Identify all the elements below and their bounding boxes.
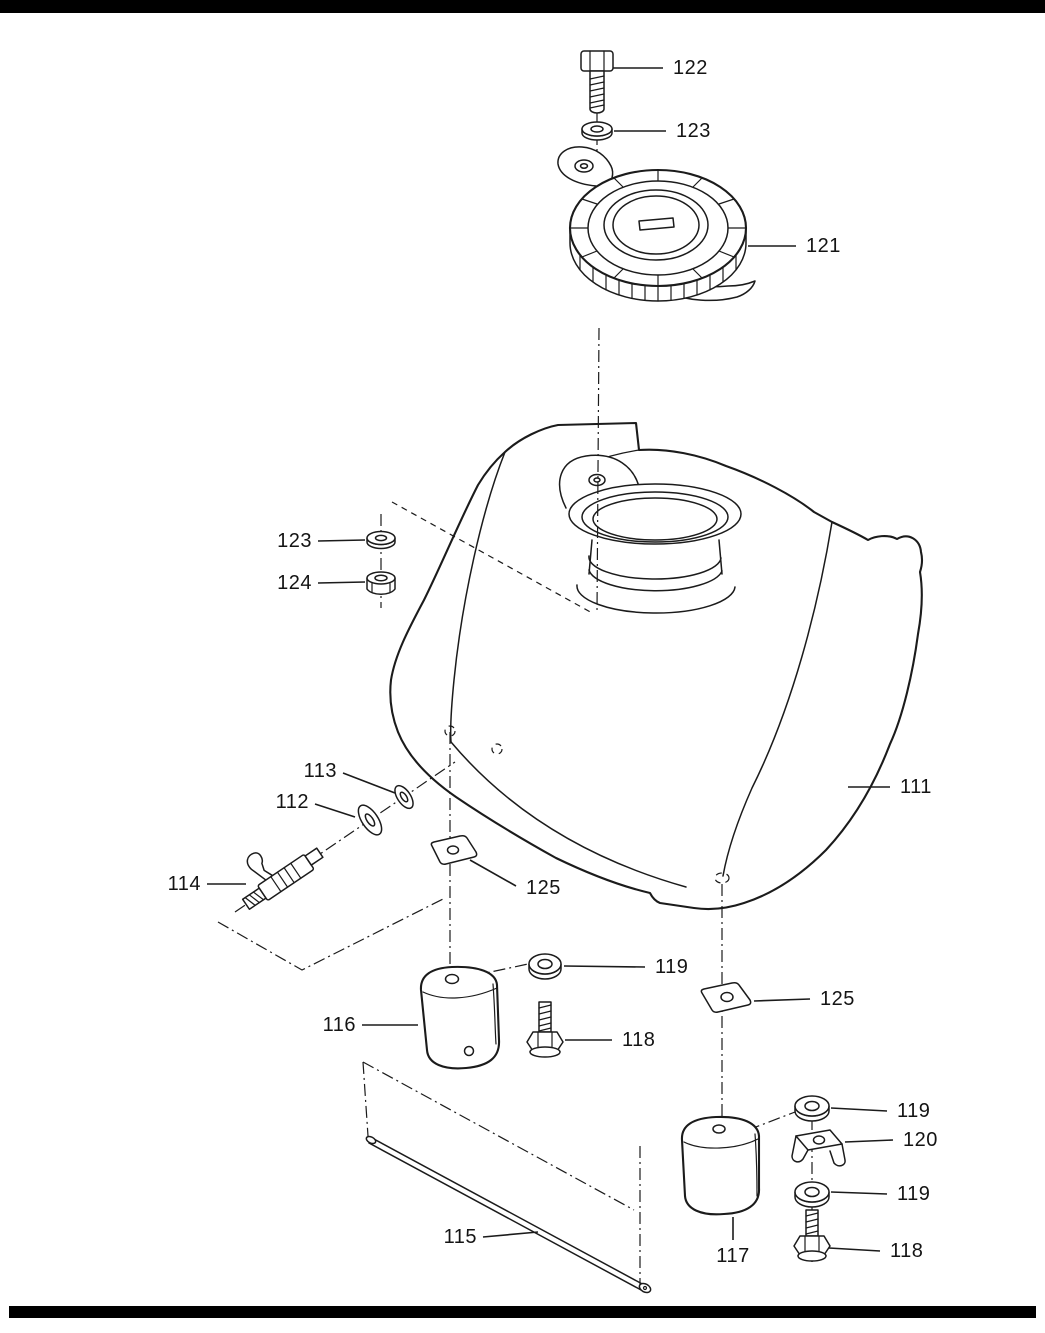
part-number-120: 120 (903, 1129, 938, 1151)
leader-line (314, 803, 356, 818)
part-number-115: 115 (443, 1226, 477, 1248)
leader-line (828, 1247, 881, 1252)
leader-line (753, 998, 811, 1002)
washer-112 (357, 804, 383, 836)
part-number-119: 119 (897, 1183, 931, 1205)
leader-line (482, 1231, 539, 1238)
plate-125-right (700, 982, 752, 1013)
leader-line (317, 539, 366, 542)
part-number-111: 111 (900, 776, 932, 798)
rubber-mount-116 (419, 965, 501, 1070)
leader-line (830, 1191, 888, 1195)
washer-123-top (581, 121, 613, 141)
washer-119-left (528, 953, 562, 980)
fuel-tube-115 (365, 1135, 652, 1294)
leader-lines (207, 67, 894, 1252)
fuel-cap-121 (557, 146, 756, 302)
bracket-120 (791, 1129, 846, 1167)
part-number-116: 116 (322, 1014, 356, 1036)
washer-123-left (366, 530, 396, 550)
bolt-118-right (793, 1209, 831, 1262)
part-number-118: 118 (890, 1240, 924, 1262)
washer-119-lower-right (794, 1181, 830, 1208)
fuel-valve-114 (241, 847, 324, 911)
leader-line (830, 1107, 888, 1112)
washer-113 (394, 784, 414, 810)
top-rule (0, 0, 1045, 13)
bottom-rule (9, 1306, 1036, 1318)
leader-line (844, 1139, 894, 1143)
part-number-113: 113 (303, 760, 337, 782)
leader-line (469, 859, 517, 887)
part-number-121: 121 (806, 235, 841, 257)
part-number-117: 117 (716, 1245, 750, 1267)
fuel-tank-111 (389, 421, 924, 910)
hex-bolt-122 (580, 50, 614, 114)
leader-line (342, 772, 396, 794)
plate-125-left (430, 835, 478, 865)
leader-line (563, 965, 646, 968)
nut-124 (366, 571, 396, 595)
part-number-123: 123 (676, 120, 711, 142)
part-number-119: 119 (897, 1100, 931, 1122)
leader-line (317, 581, 366, 584)
part-number-125: 125 (820, 988, 855, 1010)
part-number-125: 125 (526, 877, 561, 899)
part-number-124: 124 (277, 572, 312, 594)
rubber-mount-117 (680, 1115, 761, 1216)
bolt-118-left (526, 1001, 564, 1058)
part-number-119: 119 (655, 956, 689, 978)
part-number-114: 114 (167, 873, 201, 895)
part-number-123: 123 (277, 530, 312, 552)
part-number-112: 112 (275, 791, 309, 813)
part-number-122: 122 (673, 57, 708, 79)
washer-119-upper-right (794, 1095, 830, 1122)
part-number-118: 118 (622, 1029, 656, 1051)
